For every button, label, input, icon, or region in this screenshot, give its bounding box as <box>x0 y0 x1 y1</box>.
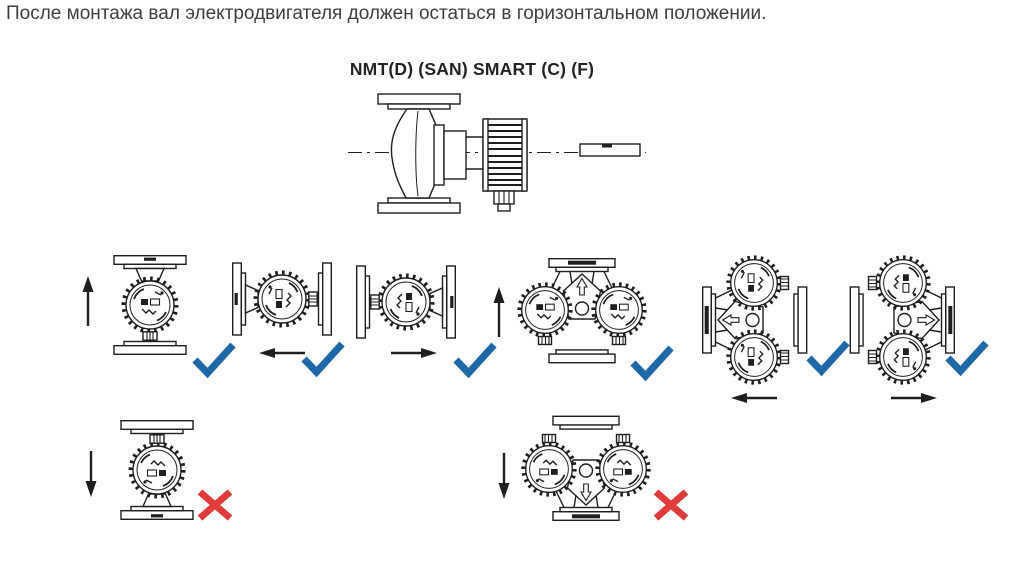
instruction-text: После монтажа вал электродвигателя долже… <box>6 3 767 24</box>
pump-twin-horizontal-left <box>702 250 807 390</box>
check-icon <box>301 341 345 375</box>
pump-single-vertical-up <box>100 255 200 355</box>
pump-single-horizontal-left <box>232 249 332 349</box>
arrow-down-icon <box>84 449 98 499</box>
check-icon <box>945 340 989 374</box>
arrow-down-icon <box>497 451 511 501</box>
arrow-left-icon <box>257 346 307 360</box>
cross-icon <box>652 489 690 521</box>
arrow-up-icon <box>81 274 95 328</box>
bottom-flange <box>377 202 461 214</box>
pump-twin-horizontal-right <box>850 250 955 390</box>
main-pump-side-view <box>348 93 646 214</box>
top-flange <box>377 93 461 105</box>
pump-head <box>443 130 467 180</box>
motor-fins <box>488 124 522 186</box>
check-icon <box>806 340 850 374</box>
check-icon <box>630 345 674 379</box>
arrow-up-icon <box>492 285 506 339</box>
model-series-heading: NMT(D) (SAN) SMART (C) (F) <box>349 59 595 79</box>
pump-single-vertical-down <box>107 420 207 520</box>
arrow-right-icon <box>389 346 439 360</box>
check-icon <box>453 342 497 376</box>
cross-icon <box>196 489 234 521</box>
check-icon <box>192 342 236 376</box>
pump-twin-vertical-down <box>516 416 656 521</box>
arrow-right-icon <box>889 391 939 405</box>
arrow-left-icon <box>729 391 779 405</box>
pump-single-horizontal-right <box>356 252 456 352</box>
